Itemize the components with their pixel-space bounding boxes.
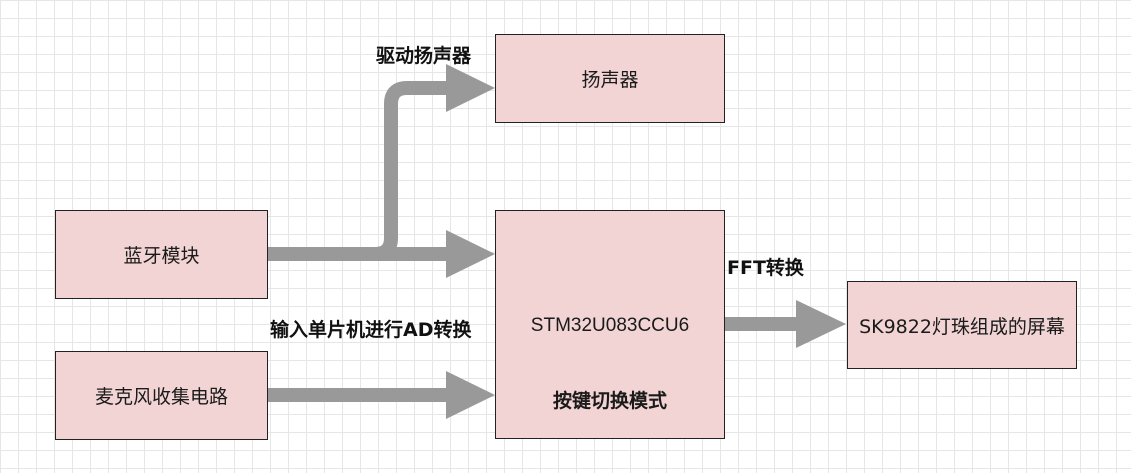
node-bluetooth: 蓝牙模块 [55,210,268,299]
node-screen: SK9822灯珠组成的屏幕 [847,281,1077,369]
arrow-bluetooth-to-speaker [374,64,495,261]
node-speaker-label: 扬声器 [581,69,639,91]
arrow-bluetooth-to-mcu [267,230,495,278]
node-screen-label: SK9822灯珠组成的屏幕 [859,315,1065,338]
edge-label-drive-speaker: 驱动扬声器 [376,45,472,67]
arrow-microphone-to-mcu [267,371,495,419]
edge-label-fft: FFT转换 [727,257,804,279]
node-mcu-name: STM32U083CCU6 [530,315,690,336]
node-bluetooth-label: 蓝牙模块 [123,245,200,267]
node-mcu: STM32U083CCU6 按键切换模式 [495,210,725,439]
node-speaker: 扬声器 [495,34,725,123]
arrow-mcu-to-screen [724,300,846,348]
node-microphone: 麦克风收集电路 [55,351,268,440]
edge-label-adc-input: 输入单片机进行AD转换 [270,319,472,341]
node-mcu-mode: 按键切换模式 [552,390,667,412]
node-microphone-label: 麦克风收集电路 [94,386,228,408]
